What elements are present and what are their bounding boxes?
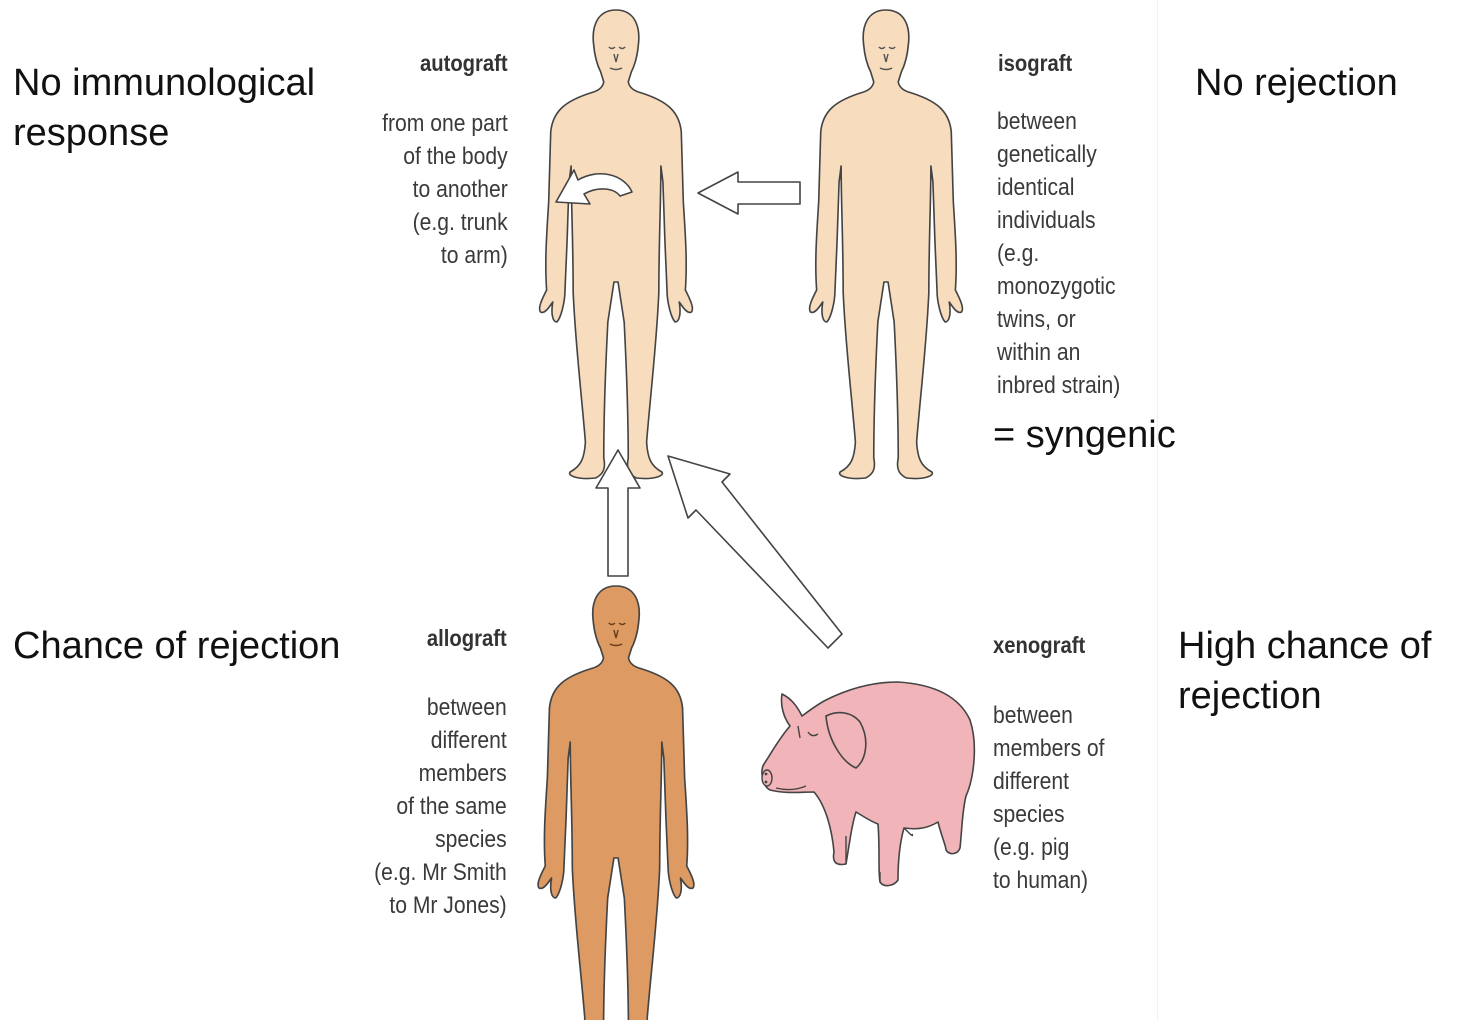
description-line: species <box>993 798 1104 831</box>
note-line: No immunological <box>13 58 315 108</box>
note-line: No rejection <box>1195 58 1398 108</box>
note-line: rejection <box>1178 671 1432 721</box>
description-line: (e.g. trunk <box>382 206 508 239</box>
autograft-note: No immunological response <box>13 58 315 158</box>
description-line: members <box>374 757 507 790</box>
autograft-description: from one part of the body to another (e.… <box>382 107 508 272</box>
allograft-note: Chance of rejection <box>13 621 340 671</box>
description-line: (e.g. pig <box>993 831 1104 864</box>
description-line: different <box>374 724 507 757</box>
isograft-description: between genetically identical individual… <box>997 105 1120 402</box>
xenograft-note: High chance of rejection <box>1178 621 1432 721</box>
description-line: inbred strain) <box>997 369 1120 402</box>
note-line: = syngenic <box>993 410 1176 460</box>
description-line: of the same <box>374 790 507 823</box>
description-line: members of <box>993 732 1104 765</box>
autograft-title: autograft <box>420 50 508 77</box>
description-line: within an <box>997 336 1120 369</box>
description-line: different <box>993 765 1104 798</box>
description-line: species <box>374 823 507 856</box>
description-line: from one part <box>382 107 508 140</box>
description-line: twins, or <box>997 303 1120 336</box>
xenograft-description: between members of different species (e.… <box>993 699 1104 897</box>
note-line: Chance of rejection <box>13 621 340 671</box>
isograft-figure <box>810 10 963 479</box>
description-line: to human) <box>993 864 1104 897</box>
description-line: to another <box>382 173 508 206</box>
xenograft-to-autograft-arrow <box>668 456 842 648</box>
xenograft-title: xenograft <box>993 632 1085 659</box>
allograft-title: allograft <box>427 625 507 652</box>
autograft-figure <box>540 10 693 479</box>
description-line: (e.g. <box>997 237 1120 270</box>
note-line: response <box>13 108 315 158</box>
description-line: monozygotic <box>997 270 1120 303</box>
description-line: between <box>374 691 507 724</box>
syngenic-note: = syngenic <box>993 410 1176 460</box>
description-line: (e.g. Mr Smith <box>374 856 507 889</box>
description-line: identical <box>997 171 1120 204</box>
isograft-to-autograft-arrow <box>698 172 800 214</box>
description-line: to arm) <box>382 239 508 272</box>
description-line: genetically <box>997 138 1120 171</box>
pig-illustration <box>762 682 974 886</box>
note-line: High chance of <box>1178 621 1432 671</box>
allograft-description: between different members of the same sp… <box>374 691 507 922</box>
isograft-title: isograft <box>998 50 1072 77</box>
description-line: to Mr Jones) <box>374 889 507 922</box>
allograft-figure <box>538 586 694 1020</box>
description-line: between <box>993 699 1104 732</box>
isograft-note: No rejection <box>1195 58 1398 108</box>
description-line: between <box>997 105 1120 138</box>
description-line: of the body <box>382 140 508 173</box>
description-line: individuals <box>997 204 1120 237</box>
